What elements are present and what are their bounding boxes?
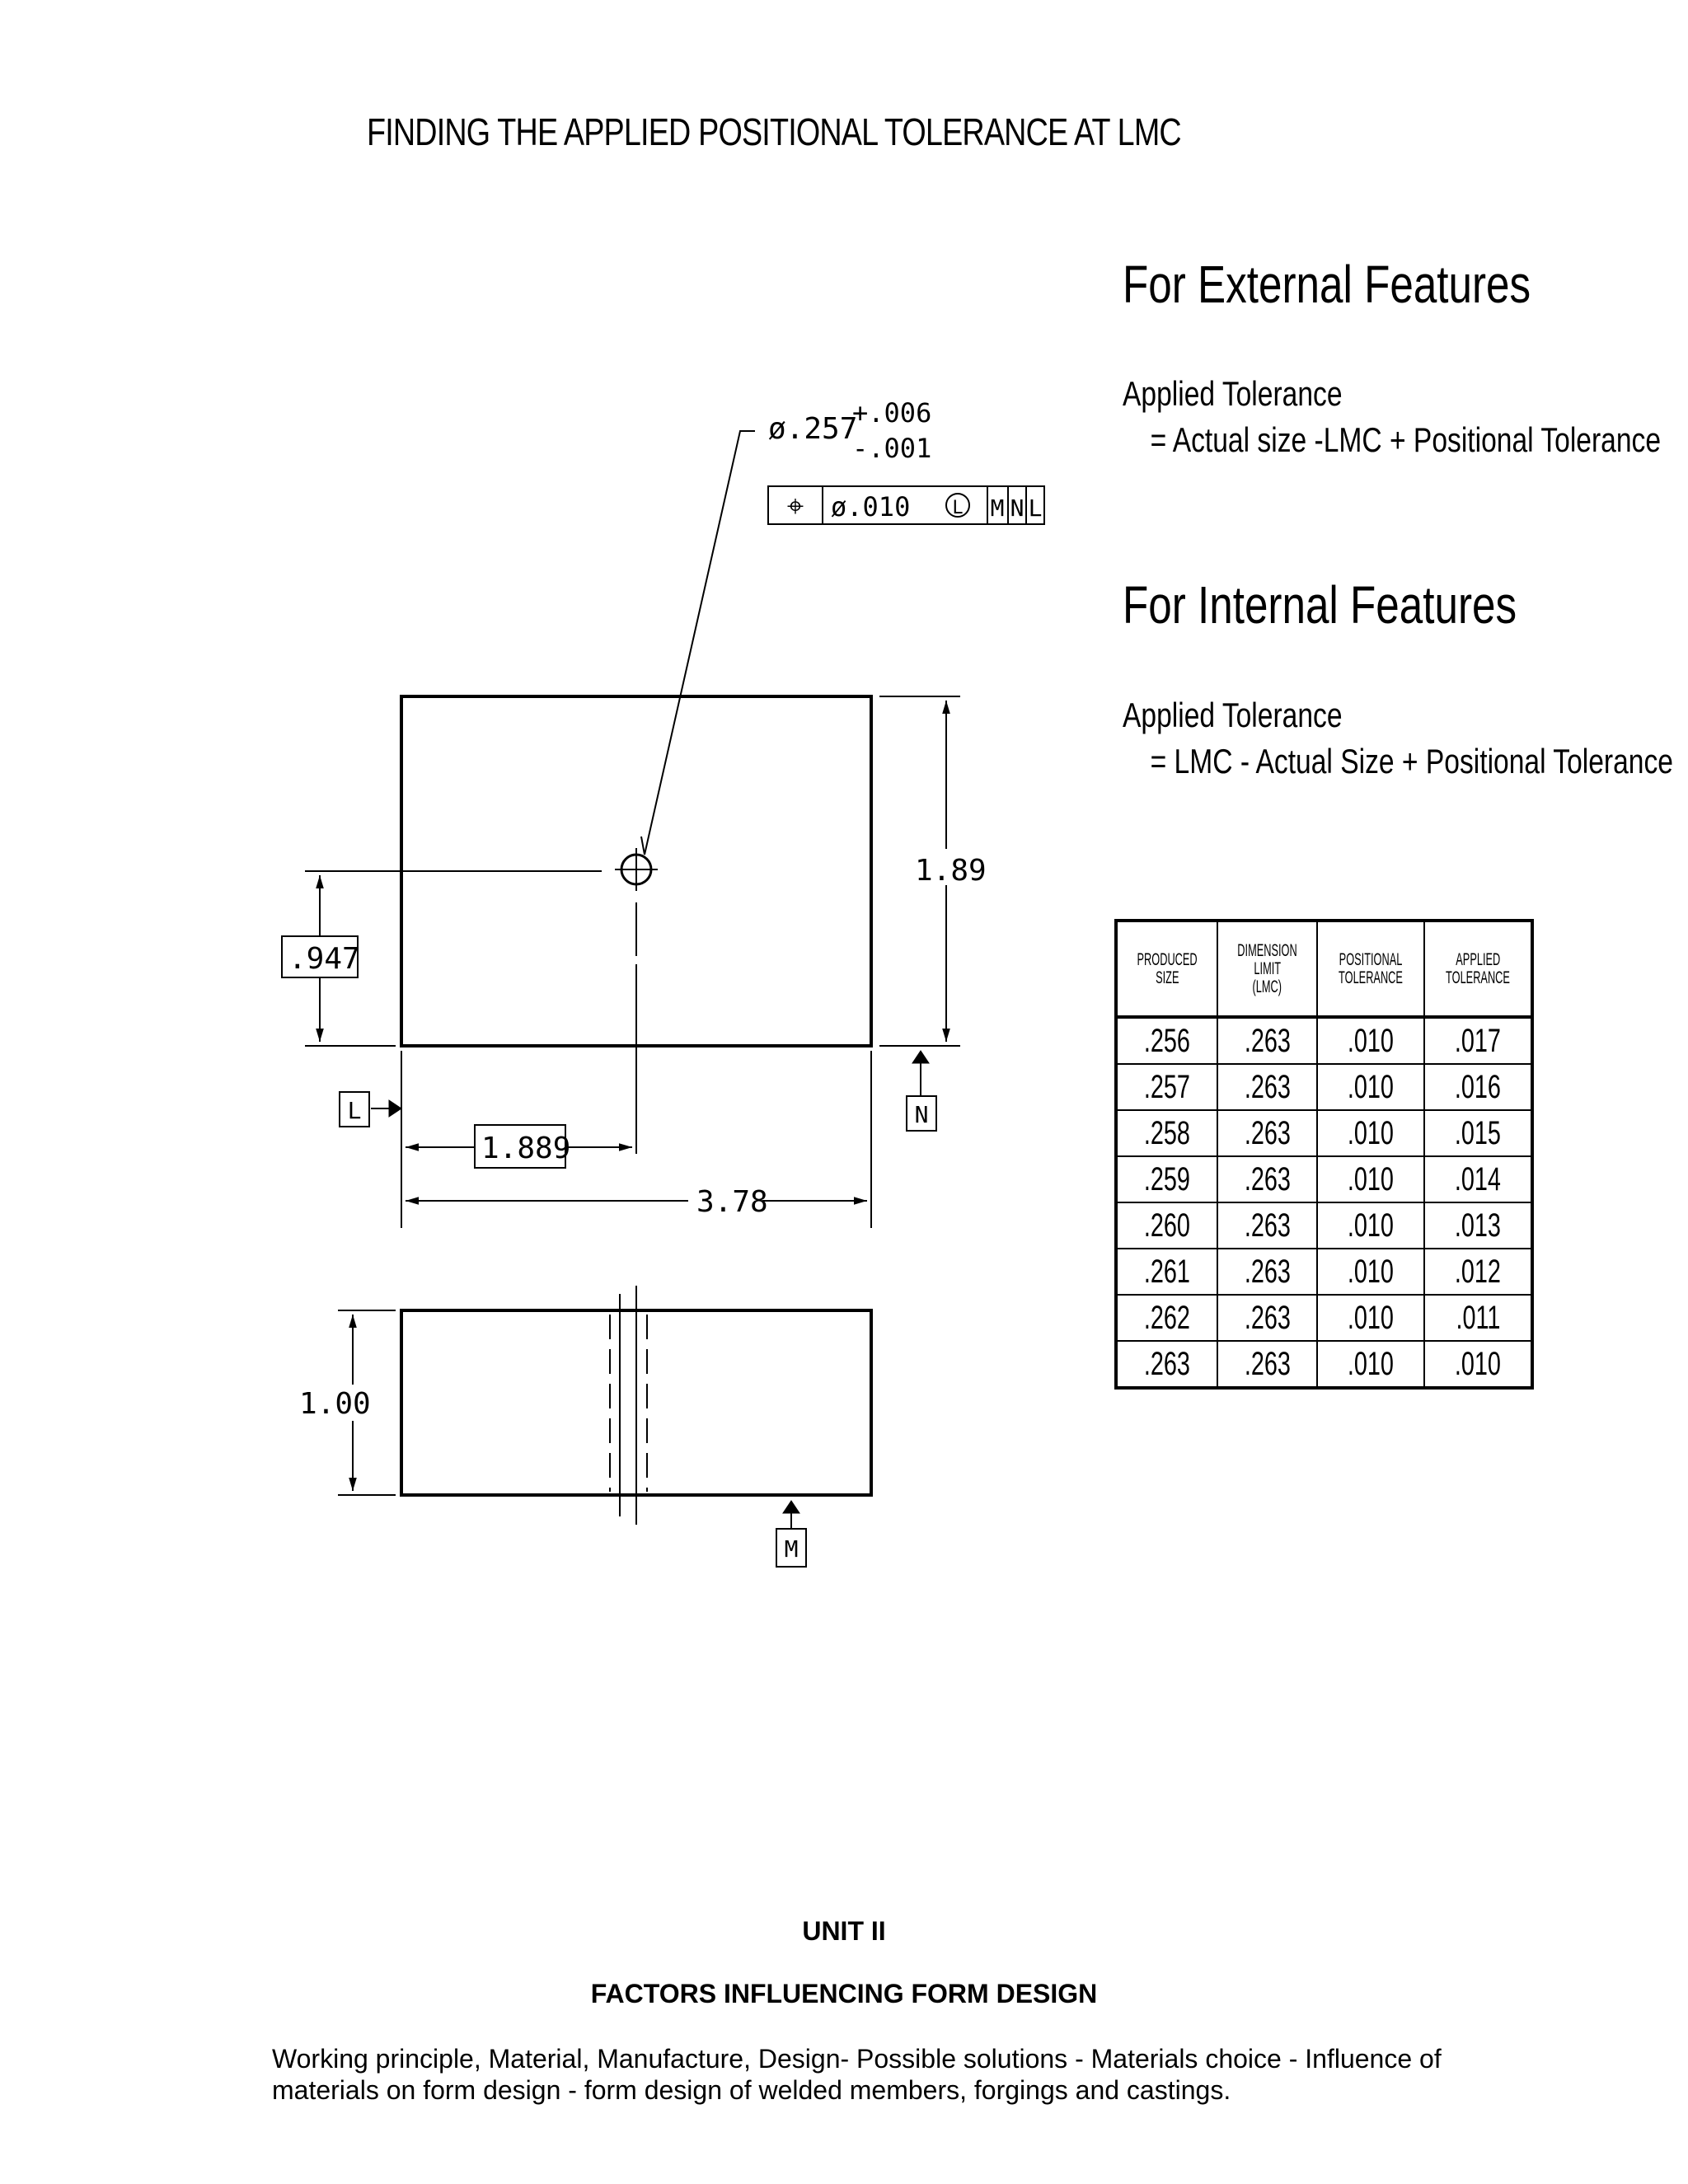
height-dim-label: 1.89 bbox=[915, 854, 987, 888]
syllabus-text: Working principle, Material, Manufacture… bbox=[272, 2044, 1442, 2105]
leader-line bbox=[644, 430, 755, 855]
hole-x-dim-label: 1.889 bbox=[481, 1132, 570, 1165]
fcf-modifier-label: L bbox=[952, 498, 963, 518]
table-cell: .257 bbox=[1114, 1063, 1219, 1111]
table-row: .256.263.010.017 bbox=[1114, 1016, 1534, 1065]
table-row: .262.263.010.011 bbox=[1114, 1294, 1534, 1342]
unit-title: UNIT II bbox=[802, 1916, 886, 1946]
table-cell: .010 bbox=[1316, 1109, 1426, 1157]
section-title: FACTORS INFLUENCING FORM DESIGN bbox=[590, 1979, 1098, 2008]
fcf-datum-2: N bbox=[1010, 494, 1025, 522]
table-row: .257.263.010.016 bbox=[1114, 1063, 1534, 1111]
table-cell: .256 bbox=[1114, 1016, 1219, 1065]
table-cell: .010 bbox=[1316, 1016, 1426, 1065]
table-cell: .258 bbox=[1114, 1109, 1219, 1157]
table-cell: .263 bbox=[1217, 1340, 1319, 1389]
table-cell: .011 bbox=[1423, 1294, 1534, 1342]
page-title: FINDING THE APPLIED POSITIONAL TOLERANCE… bbox=[367, 110, 1182, 153]
table-cell: .010 bbox=[1423, 1340, 1534, 1389]
table-cell: .260 bbox=[1114, 1202, 1219, 1249]
technical-drawing: ø.257 +.006 -.001 ⌖ ø.010 L M N L 1.89 .… bbox=[281, 397, 1045, 1568]
table-cell: .010 bbox=[1316, 1294, 1426, 1342]
internal-formula-text: = LMC - Actual Size + Positional Toleran… bbox=[1150, 742, 1673, 780]
table-cell: .259 bbox=[1114, 1155, 1219, 1203]
table-cell: .263 bbox=[1217, 1063, 1319, 1111]
fcf-datum-1: M bbox=[991, 494, 1005, 522]
external-formula-label: Applied Tolerance bbox=[1123, 374, 1343, 413]
tol-minus-label: -.001 bbox=[852, 433, 931, 464]
table-cell: .263 bbox=[1217, 1202, 1319, 1249]
table-cell: .017 bbox=[1423, 1016, 1534, 1065]
position-icon: ⌖ bbox=[787, 490, 804, 523]
table-cell: .010 bbox=[1316, 1340, 1426, 1389]
datum-L-label: L bbox=[348, 1097, 362, 1124]
table-cell: .010 bbox=[1316, 1155, 1426, 1203]
table-row: .259.263.010.014 bbox=[1114, 1155, 1534, 1203]
table-cell: .016 bbox=[1423, 1063, 1534, 1111]
hole-y-dim-label: .947 bbox=[288, 942, 360, 976]
datum-N-label: N bbox=[915, 1101, 929, 1128]
external-formula-text: = Actual size -LMC + Positional Toleranc… bbox=[1150, 420, 1662, 459]
table-cell: .010 bbox=[1316, 1248, 1426, 1296]
tol-plus-label: +.006 bbox=[852, 397, 931, 429]
external-formula: Applied Tolerance = Actual size -LMC + P… bbox=[1123, 371, 1661, 463]
feature-control-frame bbox=[767, 485, 1045, 525]
table-cell: .015 bbox=[1423, 1109, 1534, 1157]
table-row: .258.263.010.015 bbox=[1114, 1109, 1534, 1157]
table-cell: .262 bbox=[1114, 1294, 1219, 1342]
table-cell: .010 bbox=[1316, 1063, 1426, 1111]
table-cell: .263 bbox=[1217, 1109, 1319, 1157]
table-cell: .010 bbox=[1316, 1202, 1426, 1249]
table-cell: .263 bbox=[1217, 1155, 1319, 1203]
table-row: .263.263.010.010 bbox=[1114, 1340, 1534, 1389]
internal-features-heading: For Internal Features bbox=[1123, 575, 1517, 635]
table-row: .261.263.010.012 bbox=[1114, 1248, 1534, 1296]
hole-size-label: ø.257 bbox=[768, 412, 857, 446]
internal-formula-label: Applied Tolerance bbox=[1123, 696, 1343, 734]
table-cell: .261 bbox=[1114, 1248, 1219, 1296]
fcf-datum-3: L bbox=[1029, 494, 1043, 522]
datum-M-label: M bbox=[785, 1535, 799, 1563]
table-cell: .013 bbox=[1423, 1202, 1534, 1249]
thickness-dim-label: 1.00 bbox=[299, 1387, 371, 1421]
table-cell: .014 bbox=[1423, 1155, 1534, 1203]
table-cell: .263 bbox=[1217, 1248, 1319, 1296]
table-cell: .012 bbox=[1423, 1248, 1534, 1296]
fcf-tolerance-label: ø.010 bbox=[831, 491, 910, 523]
external-features-heading: For External Features bbox=[1123, 255, 1531, 314]
table-cell: .263 bbox=[1217, 1294, 1319, 1342]
internal-formula: Applied Tolerance = LMC - Actual Size + … bbox=[1123, 692, 1673, 785]
table-cell: .263 bbox=[1217, 1016, 1319, 1065]
table-cell: .263 bbox=[1114, 1340, 1219, 1389]
table-row: .260.263.010.013 bbox=[1114, 1202, 1534, 1249]
width-dim-label: 3.78 bbox=[696, 1185, 768, 1219]
